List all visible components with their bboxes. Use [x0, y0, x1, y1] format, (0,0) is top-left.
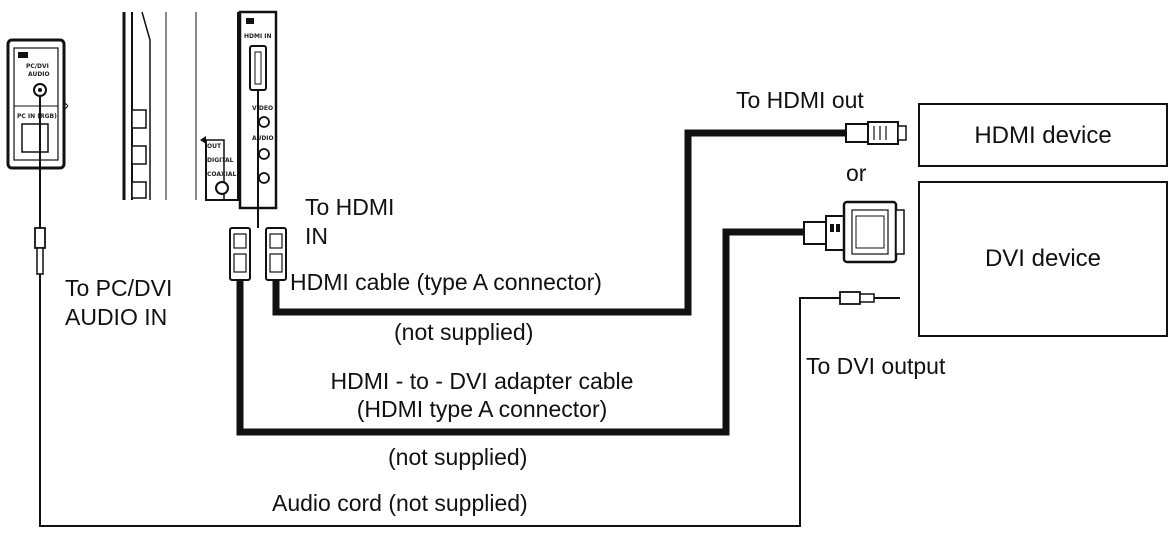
panel-print-video: VIDEO: [252, 105, 273, 112]
panel-print-digital: DIGITAL: [207, 157, 234, 164]
hdmi-cable: [257, 90, 907, 316]
panel-print-pc-dvi: PC/DVI: [26, 63, 49, 70]
panel-print-pc-in: PC IN (RGB): [17, 113, 57, 120]
label-to-hdmi-in-line1: To HDMI: [305, 194, 395, 220]
label-to-hdmi-in-line2: IN: [305, 223, 328, 249]
label-audio-cord: Audio cord (not supplied): [272, 490, 528, 516]
label-adapter-cable-line2: (HDMI type A connector): [356, 396, 608, 422]
label-to-pc-dvi-audio-in-line2: AUDIO IN: [65, 304, 168, 330]
dvi-device-box: DVI device: [918, 181, 1168, 337]
label-adapter-cable-line1: HDMI - to - DVI adapter cable: [330, 368, 634, 394]
label-adapter-not-supplied: (not supplied): [388, 444, 528, 470]
label-hdmi-cable-not-supplied: (not supplied): [394, 319, 534, 345]
label-or: or: [846, 160, 867, 186]
tv-pc-audio-panel: PC/DVI AUDIO PC IN (RGB): [6, 38, 69, 170]
panel-print-audio: AUDIO: [28, 71, 50, 78]
audio-cord: [34, 96, 900, 527]
label-to-pc-dvi-audio-in-line1: To PC/DVI: [65, 275, 173, 301]
tv-hdmi-panel: HDMI IN VIDEO AUDIO OUT DIGITAL COAXIAL: [200, 10, 278, 210]
panel-print-coaxial: COAXIAL: [207, 171, 236, 178]
panel-print-audio-r: AUDIO: [252, 135, 274, 142]
tv-chassis-edge: [122, 11, 197, 200]
hdmi-port-icon: [249, 45, 267, 91]
hdmi-dvi-adapter-cable: [229, 200, 905, 436]
dvi-device-label: DVI device: [984, 245, 1102, 272]
label-hdmi-cable: HDMI cable (type A connector): [290, 269, 602, 295]
label-to-hdmi-out: To HDMI out: [736, 87, 864, 113]
label-to-dvi-output: To DVI output: [806, 353, 946, 379]
hdmi-device-label: HDMI device: [974, 122, 1112, 149]
panel-print-out: OUT: [207, 143, 222, 150]
panel-print-hdmi-in: HDMI IN: [244, 33, 272, 40]
hdmi-device-box: HDMI device: [918, 103, 1168, 167]
